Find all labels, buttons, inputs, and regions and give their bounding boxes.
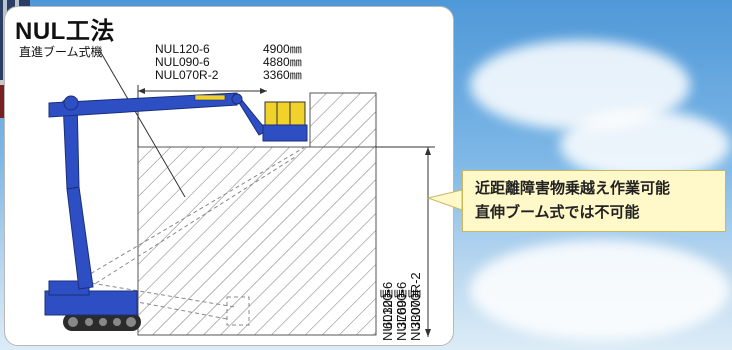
work-basket bbox=[262, 101, 308, 142]
vertical-spec-model: NUL120-6 bbox=[380, 281, 395, 341]
vertical-spec-model: NUL090-6 bbox=[394, 281, 409, 341]
spec-value: 4880㎜ bbox=[263, 55, 302, 69]
cloud bbox=[560, 110, 730, 180]
spec-row: NUL090-6 4880㎜ bbox=[155, 56, 302, 69]
spec-value: 4900㎜ bbox=[263, 42, 302, 56]
cloud bbox=[470, 240, 730, 340]
spec-row: NUL070R-2 3360㎜ bbox=[155, 69, 302, 82]
callout-box: 近距離障害物乗越え作業可能 直伸ブーム式では不可能 bbox=[462, 170, 726, 232]
machine-diagram bbox=[44, 50, 435, 337]
page-title: NUL工法 bbox=[15, 18, 115, 45]
vertical-spec-models: NUL120-6 bbox=[380, 261, 395, 341]
spec-model: NUL090-6 bbox=[155, 55, 210, 69]
crawler-base bbox=[44, 280, 141, 331]
boom-arm bbox=[48, 92, 268, 290]
vertical-spec-models: NUL090-6 bbox=[394, 261, 409, 341]
boom-type-label: 直進ブーム式機 bbox=[19, 45, 103, 59]
diagram-panel: NUL工法 直進ブーム式機 NUL120-6 4900㎜ NUL090-6 4880… bbox=[4, 6, 454, 346]
boom-leader-line bbox=[99, 50, 186, 198]
spec-model: NUL070R-2 bbox=[155, 68, 219, 82]
obstacle-lower bbox=[137, 146, 377, 336]
spec-row: NUL120-6 4900㎜ bbox=[155, 43, 302, 56]
callout-line-1: 近距離障害物乗越え作業可能 bbox=[475, 180, 671, 197]
spec-value: 3360㎜ bbox=[263, 68, 302, 82]
vertical-spec-model: NUL070R-2 bbox=[408, 272, 423, 341]
callout-line-2: 直伸ブーム式では不可能 bbox=[475, 204, 640, 221]
obstacle-upper bbox=[309, 92, 377, 148]
vertical-spec-models: NUL070R-2 bbox=[408, 261, 423, 341]
spec-model: NUL120-6 bbox=[155, 42, 210, 56]
